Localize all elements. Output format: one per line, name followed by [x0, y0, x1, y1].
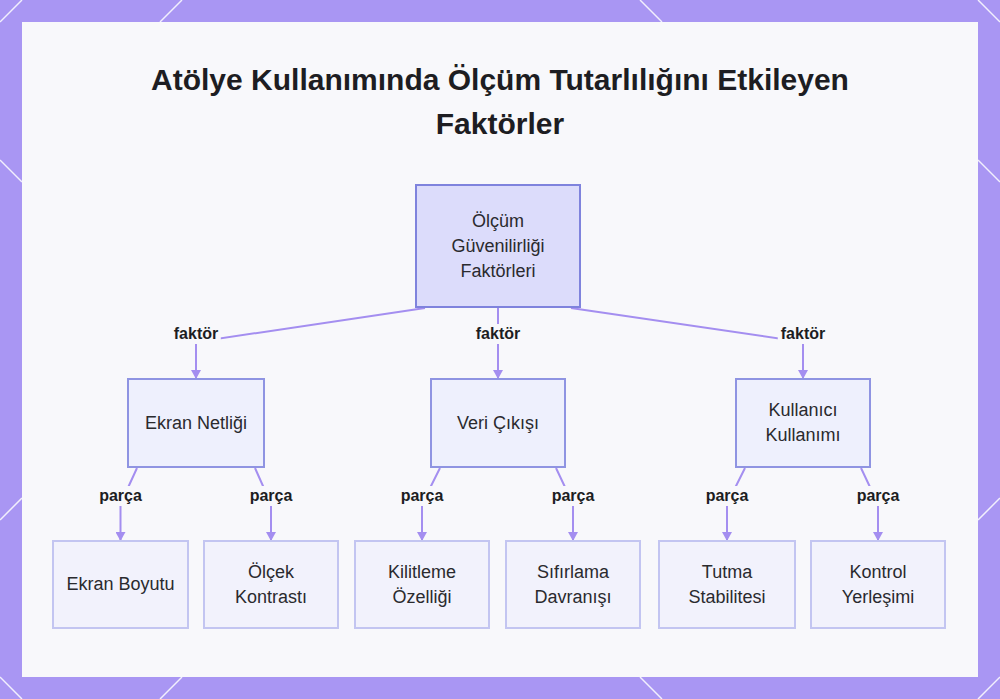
category-box: Sıfırlama Davranışı — [505, 540, 641, 629]
edge-label: parça — [549, 486, 598, 506]
edge-label: parça — [96, 486, 145, 506]
edge-label: faktör — [171, 324, 221, 344]
box-label: Sıfırlama Davranışı — [517, 560, 629, 610]
category-box: Tutma Stabilitesi — [658, 540, 796, 629]
box-label: Tutma Stabilitesi — [670, 560, 784, 610]
category-box: Kullanıcı Kullanımı — [735, 378, 871, 468]
box-label: Kullanıcı Kullanımı — [747, 398, 859, 448]
category-box: Veri Çıkışı — [430, 378, 566, 468]
box-label: Ölçek Kontrastı — [215, 560, 327, 610]
category-box: Ölçek Kontrastı — [203, 540, 339, 629]
category-box: Ekran Netliği — [127, 378, 265, 468]
category-box: Ekran Boyutu — [52, 540, 189, 629]
box-label: Kilitleme Özelliği — [366, 560, 478, 610]
edge-label: parça — [703, 486, 752, 506]
connector — [196, 308, 425, 378]
box-label: Veri Çıkışı — [457, 411, 539, 436]
edge-label: parça — [247, 486, 296, 506]
box-label: Ekran Boyutu — [66, 572, 174, 597]
category-box: Kilitleme Özelliği — [354, 540, 490, 629]
box-label: Ölçüm Güvenilirliği Faktörleri — [427, 209, 569, 284]
edge-label: parça — [854, 486, 903, 506]
diagram-title: Atölye Kullanımında Ölçüm Tutarlılığını … — [150, 58, 850, 146]
edge-label: faktör — [473, 324, 523, 344]
box-label: Kontrol Yerleşimi — [822, 560, 934, 610]
root-box: Ölçüm Güvenilirliği Faktörleri — [415, 184, 581, 308]
category-box: Kontrol Yerleşimi — [810, 540, 946, 629]
edge-label: faktör — [778, 324, 828, 344]
edge-label: parça — [398, 486, 447, 506]
connector — [571, 308, 803, 378]
box-label: Ekran Netliği — [145, 411, 247, 436]
